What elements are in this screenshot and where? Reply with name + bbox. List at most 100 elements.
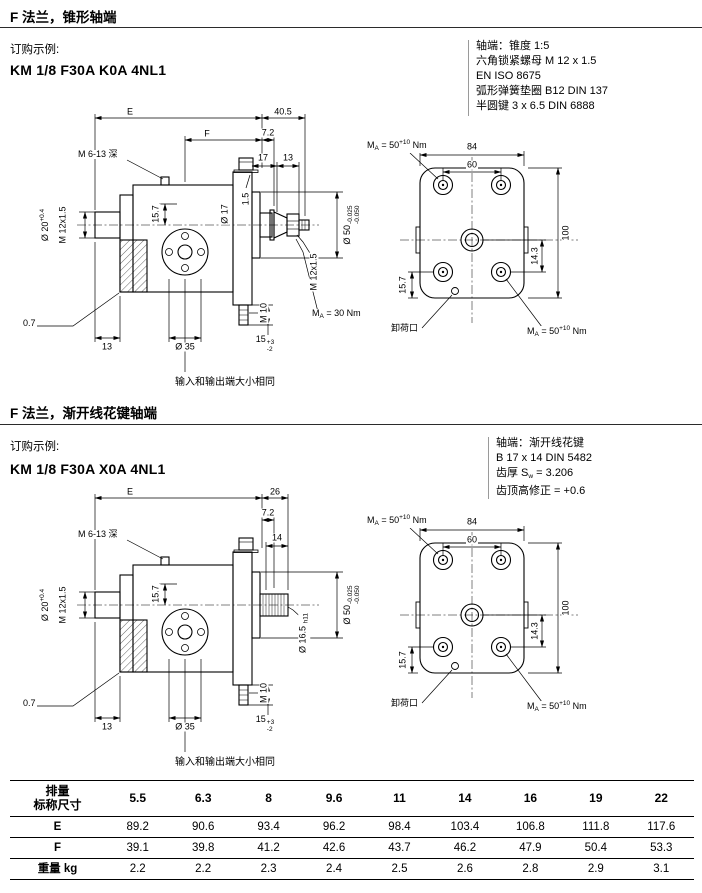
ports-note: 输入和输出端大小相同 — [174, 757, 276, 768]
label-part: Ø 20 — [40, 221, 50, 242]
label-part: M — [312, 308, 320, 318]
label-sup: +10 — [399, 139, 411, 146]
table-cell: 50.4 — [584, 842, 608, 854]
side-view-tapered: E 40.5 F 7.2 17 13 M 6-13 深 Ø 20+0.4 M 1… — [15, 100, 400, 400]
label-part: = 50 — [378, 515, 400, 525]
torque-label-50: MA = 50+10 Nm — [526, 700, 588, 714]
label-tolerance: +0.4 — [39, 208, 46, 222]
torque-label-50: MA = 50+10 Nm — [366, 139, 428, 153]
row-label: 重量 kg — [37, 863, 78, 875]
dim-label-7-2: 7.2 — [260, 127, 276, 138]
ports-note: 输入和输出端大小相同 — [174, 377, 276, 388]
unloading-port-label: 卸荷口 — [390, 698, 420, 708]
label-part: 15 — [255, 334, 266, 344]
table-cell: 93.4 — [257, 821, 280, 833]
spec-line: 齿厚 Sw = 3.206 — [496, 466, 592, 484]
row-label: F — [53, 842, 62, 854]
front-view-drawing-1 — [400, 151, 578, 329]
thread-label-m12-port: M 12x1.5 — [57, 205, 68, 245]
table-cell: 41.2 — [257, 842, 280, 854]
tolerance-stack: +3-2 — [266, 339, 274, 353]
spec-line: 轴端：渐开线花键 — [496, 437, 584, 449]
dim-label-E: E — [125, 486, 135, 497]
dim-label-84: 84 — [465, 516, 479, 527]
dim-label-15: 15+3-2 — [254, 715, 276, 733]
label-part: Ø 50 — [342, 604, 352, 625]
table-cell: 2.4 — [326, 863, 343, 875]
thread-label-m10: M 10 — [258, 681, 269, 705]
label-part: = 50 — [378, 140, 400, 150]
dim-label-1-5: 1.5 — [240, 191, 251, 207]
dim-label-dia50: Ø 50-0.025-0.050 — [342, 584, 361, 626]
label-sup: +10 — [399, 514, 411, 521]
table-cell: 111.8 — [582, 821, 610, 833]
column-header: 11 — [393, 791, 406, 805]
thread-label-m12-shaft: M 12x1.5 — [308, 252, 319, 292]
thread-label-m6: M 6-13 深 — [77, 529, 119, 539]
table-cell: 103.4 — [450, 821, 480, 833]
table-cell: 39.1 — [126, 842, 149, 854]
label-sub: A — [534, 331, 539, 338]
side-view-splined: E 26 7.2 14 M 6-13 深 Ø 20+0.4 M 12x1.5 1… — [15, 480, 400, 780]
thread-label-m10: M 10 — [258, 301, 269, 325]
column-header: 8 — [265, 791, 272, 805]
label-part: M — [527, 701, 535, 711]
table-cell: 47.9 — [519, 842, 542, 854]
order-code: KM 1/8 F30A X0A 4NL1 — [10, 461, 166, 477]
section1-divider — [0, 27, 702, 28]
dim-label-13-bottom: 13 — [100, 341, 114, 352]
dim-label-14-3: 14.3 — [529, 621, 540, 641]
side-view-splined-drawing — [35, 494, 343, 752]
spec-line: 弧形弹簧垫圈 B12 DIN 137 — [476, 85, 609, 97]
dim-label-60: 60 — [465, 534, 479, 545]
dim-label-dia20: Ø 20+0.4 — [39, 587, 50, 623]
dim-label-100: 100 — [560, 224, 571, 242]
order-code: KM 1/8 F30A K0A 4NL1 — [10, 62, 167, 78]
dim-label-dia20: Ø 20+0.4 — [39, 207, 50, 243]
tolerance-lower: -2 — [266, 725, 273, 733]
dim-label-13-bottom: 13 — [100, 721, 114, 732]
tolerance-lower: -2 — [266, 345, 273, 353]
dim-label-84: 84 — [465, 141, 479, 152]
label-sub: h11 — [302, 613, 310, 624]
torque-label-50: MA = 50+10 Nm — [526, 325, 588, 339]
column-header: 14 — [458, 791, 472, 805]
dim-label-dia35: Ø 35 — [174, 721, 196, 732]
dim-label-17: 17 — [256, 152, 270, 163]
dim-label-40-5: 40.5 — [273, 106, 293, 117]
column-header: 5.5 — [129, 791, 147, 805]
label-tolerance: +0.4 — [39, 588, 46, 602]
label-sub: A — [534, 706, 539, 713]
table-cell: 53.3 — [650, 842, 673, 854]
dim-label-dia35: Ø 35 — [174, 341, 196, 352]
label-part: = 30 Nm — [323, 308, 361, 318]
spec-line: 六角锁紧螺母 M 12 x 1.5 — [476, 55, 597, 67]
thread-label-m12-port: M 12x1.5 — [57, 585, 68, 625]
spec-rule — [468, 40, 469, 116]
label-part: Nm — [410, 515, 427, 525]
side-view-tapered-drawing — [35, 114, 343, 372]
table-cell: 3.1 — [653, 863, 670, 875]
label-part: M — [527, 326, 535, 336]
tolerance-stack: +3-2 — [266, 719, 275, 733]
dim-label-15-7: 15.7 — [150, 204, 161, 224]
shaft-spec-block: 轴端：渐开线花键 B 17 x 14 DIN 5482 齿厚 Sw = 3.20… — [496, 436, 592, 499]
table-cell: 46.2 — [453, 842, 477, 854]
dim-label-15-7: 15.7 — [397, 275, 408, 295]
label-sup: +10 — [559, 325, 571, 332]
table-cell: 2.2 — [195, 863, 212, 875]
dim-label-14: 14 — [270, 532, 284, 543]
front-view-1: 84 60 100 14.3 15.7 MA = 50+10 Nm 卸荷口 MA… — [360, 135, 700, 365]
dim-label-100: 100 — [560, 599, 571, 617]
column-header: 6.3 — [194, 791, 212, 805]
tolerance-upper: +3 — [266, 719, 275, 726]
label-part: Ø 16.5 — [297, 623, 308, 653]
unloading-port-label: 卸荷口 — [390, 323, 420, 333]
table-corner-cell: 排量标称尺寸 — [33, 784, 82, 812]
torque-label-30: MA = 30 Nm — [311, 309, 362, 321]
spec-line: EN ISO 8675 — [476, 70, 541, 82]
